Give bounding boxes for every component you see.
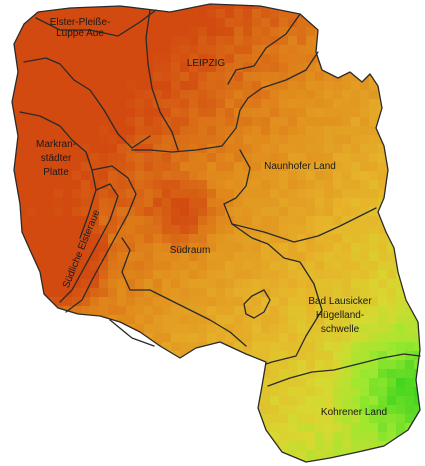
border-suedl-elsteraue-b: [59, 183, 119, 303]
region-label-line: Kohrener Land: [321, 407, 387, 418]
border-naunhof-south: [231, 207, 377, 243]
region-label-line: Luppe Aue: [56, 28, 104, 39]
region-label-line: Platte: [43, 167, 69, 178]
border-blob: [243, 289, 271, 319]
region-label-line: Bad Lausicker: [308, 296, 372, 307]
region-label-line: Naunhofer Land: [264, 161, 336, 172]
border-suedl-elsteraue-a: [65, 165, 137, 313]
region-label-naunhof: Naunhofer Land: [264, 161, 336, 172]
border-markranstaedt: [19, 111, 97, 239]
region-borders: [19, 9, 421, 387]
border-leipzig-west: [145, 9, 179, 151]
border-leipzig-north: [227, 13, 301, 85]
map-outline: [11, 3, 421, 463]
region-label-elster: Elster-Pleiße-Luppe Aue: [50, 17, 111, 39]
border-suedraum-east: [223, 149, 323, 365]
region-label-line: Südraum: [170, 245, 211, 256]
region-label-suedraum: Südraum: [170, 245, 211, 256]
border-suedraum-west: [121, 237, 247, 347]
border-leipzig-south: [131, 51, 319, 153]
region-label-line: städter: [41, 153, 72, 164]
region-label-line: Elster-Pleiße-: [50, 17, 111, 28]
border-lower-south: [109, 319, 155, 347]
region-label-kohren: Kohrener Land: [321, 407, 387, 418]
region-label-leipzig: LEIPZIG: [187, 58, 226, 69]
region-label-line: Hügelland-: [316, 310, 364, 321]
region-label-line: Markran-: [36, 139, 76, 150]
region-label-line: schwelle: [321, 324, 360, 335]
border-kohren: [267, 353, 421, 387]
border-elster-aue-north: [35, 9, 157, 37]
border-elster-aue-west: [23, 57, 151, 149]
region-label-line: LEIPZIG: [187, 58, 226, 69]
